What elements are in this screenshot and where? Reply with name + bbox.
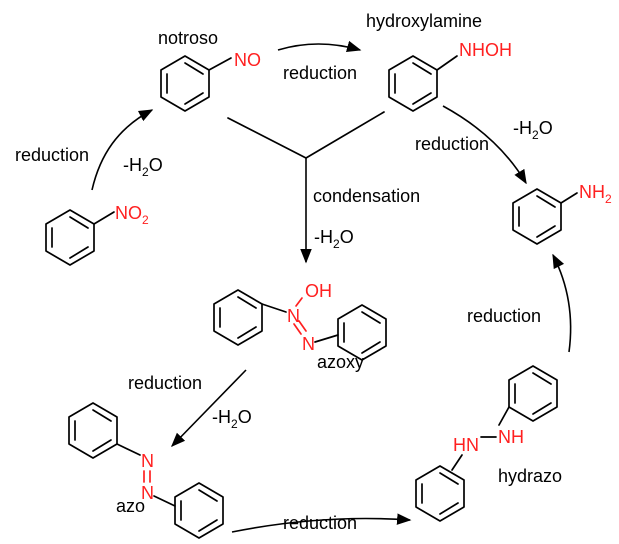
- nitroso-group: NO: [234, 50, 261, 70]
- byproduct-water: -H2O: [314, 227, 354, 251]
- step-label-reduction: reduction: [283, 63, 357, 83]
- benzene-ring: [174, 482, 224, 539]
- azo-compound: N N: [68, 402, 224, 539]
- benzene-ring: [508, 365, 558, 422]
- byproduct-water: -H2O: [212, 407, 252, 431]
- benzene-ring: [415, 465, 465, 522]
- arrow-azo-to-hydrazo: [231, 513, 412, 533]
- benzene-ring: [213, 289, 263, 346]
- condensation-arrow: [227, 111, 385, 264]
- benzene-ring: [45, 209, 95, 266]
- step-label-condensation: condensation: [313, 186, 420, 206]
- benzene-ring: [388, 55, 438, 112]
- arrow-nitro-to-nitroso: [91, 109, 154, 191]
- hydrazo-hn: HN: [453, 435, 479, 455]
- azoxy-n1: N: [287, 306, 300, 326]
- hydroxylamine-label: hydroxylamine: [366, 11, 482, 31]
- step-label-reduction: reduction: [467, 306, 541, 326]
- hydrazo-compound: NH HN: [415, 365, 558, 522]
- azo-label: azo: [116, 496, 145, 516]
- benzene-ring: [68, 402, 118, 459]
- hydrazo-nh: NH: [498, 427, 524, 447]
- azo-n2: N: [141, 483, 154, 503]
- hydroxylamine-group: NHOH: [459, 40, 512, 60]
- nitro-group: NO2: [115, 203, 149, 227]
- benzene-ring: [512, 188, 562, 245]
- byproduct-water: -H2O: [123, 155, 163, 179]
- nitrobenzene: NO2: [45, 203, 149, 266]
- hydroxylamine-compound: NHOH: [388, 40, 512, 112]
- azoxy-n2: N: [302, 334, 315, 354]
- azo-n1: N: [141, 451, 154, 471]
- nitroso-label: notroso: [158, 28, 218, 48]
- arrow-nitroso-to-hydroxylamine: [277, 40, 362, 52]
- step-label-reduction: reduction: [415, 134, 489, 154]
- byproduct-water: -H2O: [513, 118, 553, 142]
- hydrazo-label: hydrazo: [498, 466, 562, 486]
- amino-group: NH2: [579, 182, 612, 206]
- step-label-reduction: reduction: [15, 145, 89, 165]
- aniline: NH2: [512, 182, 612, 245]
- arrow-hydrazo-to-aniline: [552, 253, 572, 353]
- step-label-reduction: reduction: [128, 373, 202, 393]
- benzene-ring: [160, 55, 210, 112]
- azoxy-compound: OH N N: [213, 281, 387, 361]
- nitroso-compound: NO: [160, 50, 261, 112]
- arrow-hydroxylamine-to-aniline: [442, 105, 527, 185]
- benzene-ring: [337, 304, 387, 361]
- azoxy-label: azoxy: [317, 352, 364, 372]
- arrow-azoxy-to-azo: [170, 369, 247, 448]
- azoxy-oh: OH: [305, 281, 332, 301]
- step-label-reduction: reduction: [283, 513, 357, 533]
